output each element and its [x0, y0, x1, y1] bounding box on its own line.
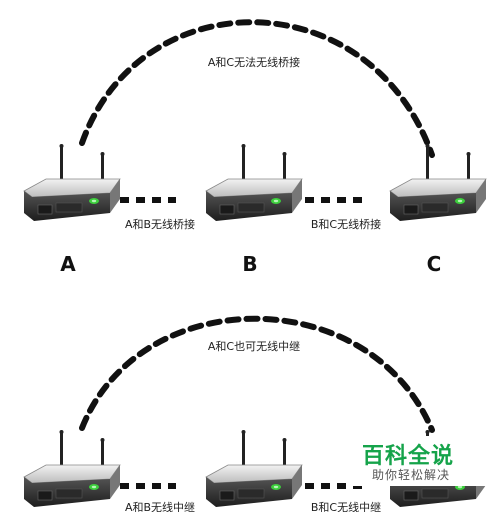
- top-arc-label: A和C无法无线桥接: [208, 55, 300, 69]
- node-label-c: C: [427, 252, 442, 276]
- watermark-slogan: 助你轻松解决: [372, 468, 451, 482]
- watermark-brand: 百科全说: [362, 444, 455, 469]
- router-a-bottom: [23, 429, 121, 508]
- watermark: 百科全说 助你轻松解决: [352, 436, 500, 486]
- top-right-link-label: B和C无线桥接: [311, 217, 381, 231]
- bottom-left-link-label: A和B无线中继: [125, 500, 195, 512]
- bottom-right-link-label: B和C无线中继: [311, 500, 381, 512]
- node-label-a: A: [60, 252, 76, 276]
- top-arc-link: [79, 19, 435, 158]
- router-c-top: [389, 143, 487, 222]
- bottom-arc-label: A和C也可无线中继: [208, 339, 300, 353]
- bottom-arc-link: [79, 315, 435, 433]
- router-a-top: [23, 143, 121, 222]
- node-label-b: B: [242, 252, 257, 276]
- top-left-link-label: A和B无线桥接: [125, 217, 195, 231]
- router-b-bottom: [205, 429, 303, 508]
- router-b-top: [205, 143, 303, 222]
